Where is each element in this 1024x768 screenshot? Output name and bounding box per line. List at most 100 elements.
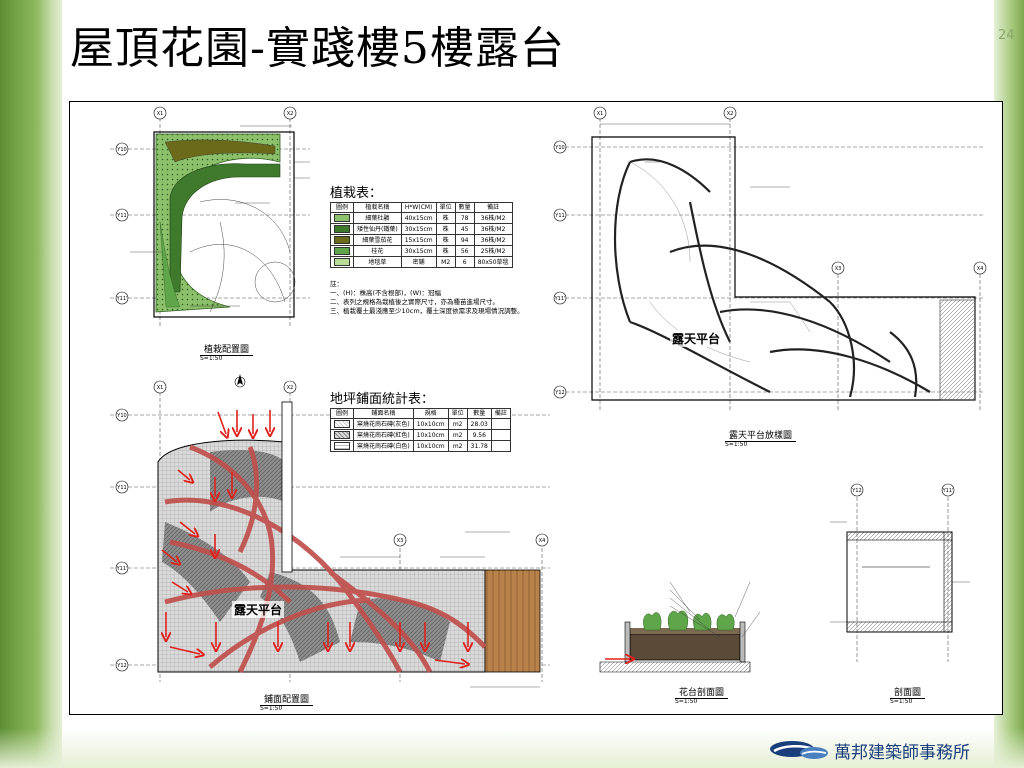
paving-plan-title: 鋪面配置圖 [260,692,314,706]
legend-swatch [334,420,350,428]
legend-swatch [334,442,350,450]
paving-qty: 9.56 [466,429,492,441]
paving-qty: 28.03 [466,418,492,430]
plant-unit: M2 [435,256,456,268]
table-row: 矮性仙丹(鐵葉) 30x15cm 株 45 36株/M2 [330,223,513,235]
plant-name: 地毯草 [353,256,402,268]
scale-label: S=1:50 [260,705,283,712]
planting-header-size: H*W(CM) [400,202,437,213]
plant-size: 30x15cm [400,245,437,257]
table-row: 窯燒花崗石磚(紅色) 10x10cm m2 9.56 [330,429,511,441]
elevation-section: Y12 Y11' [830,483,970,662]
planting-table-header: 圖例 植栽名稱 H*W(CM) 單位 數量 備註 [330,202,513,213]
note-line: 三、植栽覆土最淺應至少10cm，覆土深度依需求及現場情況調整。 [330,307,524,315]
plant-note: 80x50草毯 [473,256,513,268]
legend-swatch [334,225,350,233]
table-row: 窯燒花崗石磚(白色) 10x10cm m2 31.78 [330,440,511,452]
planting-plan: X1 X2 Y10 Y11 Y11' [110,106,310,327]
bottom-decorative-band [0,728,1024,768]
grid-label-y12-c: Y12 [116,663,126,669]
grid-label-x2-b: X2 [727,111,734,117]
plant-qty: 6 [454,256,475,268]
grid-label-y11p-d: Y11' [942,488,954,494]
grid-label-y10: Y10 [116,147,126,153]
paving-qty: 31.78 [466,440,492,452]
terrace-plan-title: 露天平台放樣圖 [725,428,797,442]
plant-name: 細葉雪茄花 [353,234,402,246]
planter-section [599,581,761,673]
grid-label-y11p-b: Y11' [554,296,566,302]
note-line: 註： [330,280,343,288]
plant-note: 25株/M2 [473,245,513,257]
paving-size: 10x10cm [412,429,449,441]
plant-qty: 45 [454,223,475,235]
grid-label-y11p-c: Y11' [116,566,128,572]
plant-name: 桂花 [353,245,402,257]
legend-swatch [334,431,350,439]
paving-table-title: 地坪鋪面統計表： [330,392,435,407]
paving-note [490,429,511,441]
paving-header-unit: 單位 [447,408,468,419]
terrace-label-top: 露天平台 [670,330,723,347]
paving-header-name: 鋪面名稱 [353,408,414,419]
plant-size: 30x15cm [400,223,437,235]
planter-section-title: 花台剖面圖 [675,685,729,699]
planting-header-unit: 單位 [435,202,456,213]
note-line: 一、(H)：株高(不含根部)，(W)：冠幅 [330,289,442,297]
scale-label: S=1:50 [200,355,223,362]
planting-table: 圖例 植栽名稱 H*W(CM) 單位 數量 備註 細葉杜鵑 40x15cm 株 … [330,202,513,268]
scale-label: S=1:50 [675,698,698,705]
plant-size: 40x15cm [400,212,437,224]
drawing-canvas: X1 X2 Y10 Y11 Y11' [110,106,987,688]
table-row: 窯燒花崗石磚(灰色) 10x10cm m2 28.03 [330,418,511,430]
legend-swatch [334,247,350,255]
grid-label-x3-c: X3 [397,538,404,544]
grid-label-x1: X1 [157,111,164,117]
grid-label-y12-b: Y12 [554,390,564,396]
grid-label-y11-c: Y11 [116,485,126,491]
scale-label: S=1:50 [890,698,913,705]
grid-label-x4-b: X4 [977,266,984,272]
paving-table-header: 圖例 鋪面名稱 規格 單位 數量 備註 [330,408,511,419]
drawing-panel: X1 X2 Y10 Y11 Y11' [69,101,1003,715]
grid-label-y12-d: Y12 [851,488,861,494]
plant-qty: 78 [454,212,475,224]
grid-label-y10-c: Y10 [116,413,126,419]
grid-label-y11p: Y11' [116,296,128,302]
planting-header-qty: 數量 [454,202,475,213]
grid-label-y10-b: Y10 [554,145,564,151]
legend-swatch [334,214,350,222]
paving-header-size: 規格 [412,408,449,419]
planting-header-name: 植栽名稱 [353,202,402,213]
north-arrow-icon [234,374,246,388]
table-row: 地毯草 密鋪 M2 6 80x50草毯 [330,256,513,268]
plant-size: 15x15cm [400,234,437,246]
paving-header-qty: 數量 [466,408,492,419]
elevation-section-title: 剖面圖 [890,685,926,699]
page-number: 24 [998,28,1015,43]
grid-label-x2: X2 [287,111,294,117]
grid-label-x1-b: X1 [597,111,604,117]
plant-unit: 株 [435,245,456,257]
plant-note: 36株/M2 [473,223,513,235]
grid-label-y11-b: Y11 [554,213,564,219]
plant-unit: 株 [435,223,456,235]
table-row: 細葉杜鵑 40x15cm 株 78 36株/M2 [330,212,513,224]
paving-size: 10x10cm [412,440,449,452]
grid-label-x1-c: X1 [157,385,164,391]
paving-unit: m2 [447,429,468,441]
legend-swatch [334,236,350,244]
paving-name: 窯燒花崗石磚(紅色) [353,429,414,441]
terrace-layout-plan: X1 X2 X3 X4 Y10 Y11 Y11' Y12 [554,106,987,412]
planting-header-legend: 圖例 [330,202,354,213]
grid-label-x4-c: X4 [539,538,546,544]
table-row: 細葉雪茄花 15x15cm 株 94 36株/M2 [330,234,513,246]
plant-name: 細葉杜鵑 [353,212,402,224]
firm-name: 萬邦建築師事務所 [834,743,970,763]
plant-unit: 株 [435,234,456,246]
paving-name: 窯燒花崗石磚(白色) [353,440,414,452]
planting-table-title: 植栽表： [330,186,383,201]
plant-qty: 94 [454,234,475,246]
planting-plan-title: 植栽配置圖 [200,342,254,356]
paving-header-legend: 圖例 [330,408,354,419]
